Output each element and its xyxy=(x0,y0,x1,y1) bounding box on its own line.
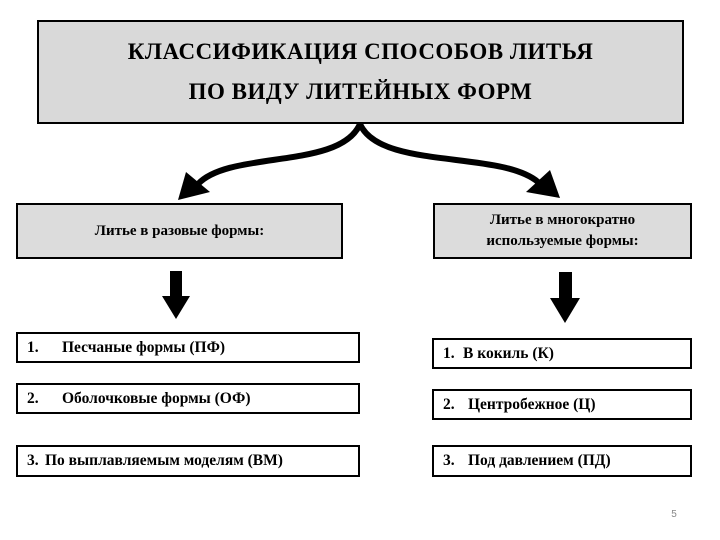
item-number: 2. xyxy=(27,389,39,407)
item-number: 2. xyxy=(443,395,455,413)
item-label: Оболочковые формы (ОФ) xyxy=(62,389,251,407)
method-centrifugal: 2. Центробежное (Ц) xyxy=(432,389,692,420)
item-label: Песчаные формы (ПФ) xyxy=(62,338,226,356)
page-number: 5 xyxy=(671,509,677,520)
title-line-1: КЛАССИФИКАЦИЯ СПОСОБОВ ЛИТЬЯ xyxy=(127,39,594,64)
method-chill-mold: 1. В кокиль (К) xyxy=(432,338,692,369)
category-expendable-label: Литье в разовые формы: xyxy=(94,222,265,239)
down-arrow-right xyxy=(550,272,580,323)
item-number: 3. xyxy=(27,452,39,469)
category-permanent-label-line2: используемые формы: xyxy=(486,233,639,249)
branch-curve-left xyxy=(195,122,363,187)
title-line-2: ПО ВИДУ ЛИТЕЙНЫХ ФОРМ xyxy=(188,79,533,104)
item-number: 1. xyxy=(27,338,39,356)
item-label: В кокиль (К) xyxy=(463,344,554,362)
category-permanent-label-line1: Литье в многократно xyxy=(489,212,636,228)
method-shell-molds: 2. Оболочковые формы (ОФ) xyxy=(16,383,360,414)
method-sand-molds: 1. Песчаные формы (ПФ) xyxy=(16,332,360,363)
item-number: 1. xyxy=(443,344,455,362)
branch-arrowhead-right xyxy=(526,170,560,198)
method-investment-casting: 3. По выплавляемым моделям (ВМ) xyxy=(16,445,360,477)
item-label: Под давлением (ПД) xyxy=(468,452,611,469)
down-arrow-left xyxy=(162,271,190,319)
classification-title-box: КЛАССИФИКАЦИЯ СПОСОБОВ ЛИТЬЯ ПО ВИДУ ЛИТ… xyxy=(37,20,684,124)
category-expendable-molds: Литье в разовые формы: xyxy=(16,203,343,259)
branch-curve-right xyxy=(357,122,540,185)
item-number: 3. xyxy=(443,452,455,469)
item-label: Центробежное (Ц) xyxy=(468,395,596,413)
branch-arrowhead-left xyxy=(178,172,210,200)
item-label: По выплавляемым моделям (ВМ) xyxy=(45,452,283,469)
method-die-casting: 3. Под давлением (ПД) xyxy=(432,445,692,477)
category-permanent-molds: Литье в многократно используемые формы: xyxy=(433,203,692,259)
